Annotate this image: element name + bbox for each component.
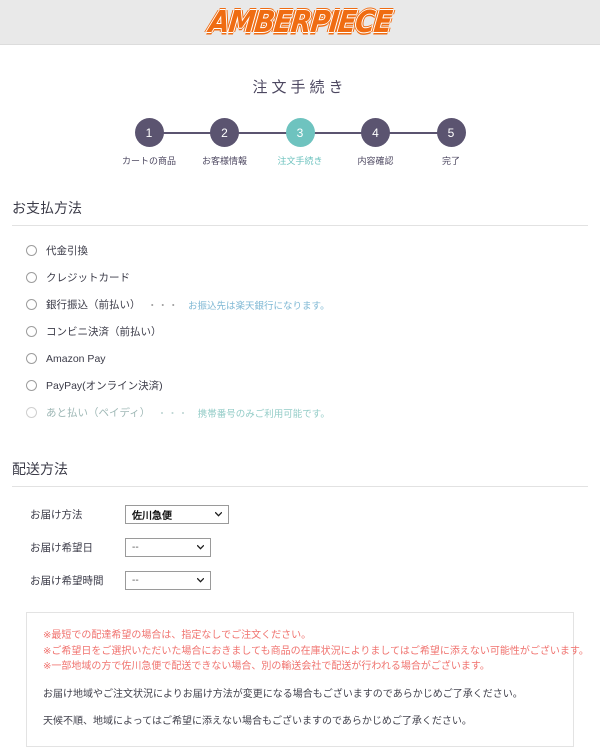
- payment-option-row[interactable]: Amazon Pay: [26, 348, 588, 369]
- radio-button-icon[interactable]: [26, 380, 37, 391]
- delivery-date-label: お届け希望日: [30, 542, 93, 554]
- payment-option-row[interactable]: 銀行振込（前払い） ・・・お振込先は楽天銀行になります。: [26, 294, 588, 315]
- notice-warning-line: ※最短での配達希望の場合は、指定なしでご注文ください。: [43, 630, 312, 641]
- payment-option-label: 銀行振込（前払い）: [46, 299, 141, 311]
- payment-option-row[interactable]: PayPay(オンライン決済): [26, 375, 588, 396]
- delivery-time-select[interactable]: --: [125, 571, 211, 590]
- payment-option-label: コンビニ決済（前払い）: [46, 326, 162, 338]
- step-label-2: お客様情報: [201, 156, 247, 166]
- delivery-date-select[interactable]: --: [125, 538, 211, 557]
- radio-button-icon[interactable]: [26, 245, 37, 256]
- payment-option-row[interactable]: クレジットカード: [26, 267, 588, 288]
- radio-button-icon[interactable]: [26, 272, 37, 283]
- shipping-section-heading: 配送方法: [12, 459, 588, 487]
- notice-paragraph-group: お届け地域やご注文状況によりお届け方法が変更になる場合もございますのであらかじめ…: [43, 687, 557, 730]
- chevron-down-icon: [197, 577, 204, 584]
- radio-button-icon[interactable]: [26, 326, 37, 337]
- radio-button-icon[interactable]: [26, 299, 37, 310]
- delivery-method-label: お届け方法: [30, 509, 83, 521]
- site-logo[interactable]: AMBERPIECE: [207, 4, 393, 40]
- step-label-5: 完了: [441, 156, 460, 166]
- step-2[interactable]: 2 お客様情報: [190, 118, 260, 167]
- checkout-step-indicator: 1 カートの商品 2 お客様情報 3 注文手続き 4 内容確認 5 完了: [114, 118, 486, 170]
- payment-option-note: 携帯番号のみご利用可能です。: [197, 408, 330, 420]
- payment-option-label: Amazon Pay: [46, 352, 106, 365]
- payment-option-label: あと払い（ペイディ）: [46, 407, 151, 419]
- radio-button-icon[interactable]: [26, 353, 37, 364]
- notice-warning-line: ※ご希望日をご選択いただいた場合におきましても商品の在庫状況によりましてはご希望…: [43, 645, 589, 657]
- radio-button-icon: [26, 407, 37, 418]
- step-circle-5: 5: [436, 118, 466, 147]
- step-4[interactable]: 4 内容確認: [341, 118, 411, 167]
- payment-section-heading: お支払方法: [12, 198, 588, 226]
- step-1[interactable]: 1 カートの商品: [114, 118, 184, 167]
- step-label-3: 注文手続き: [277, 156, 323, 166]
- shipping-field-row: お届け方法 佐川急便: [30, 505, 588, 524]
- payment-option-label: 代金引換: [46, 245, 88, 257]
- step-label-4: 内容確認: [357, 156, 394, 166]
- step-circle-4: 4: [361, 118, 390, 147]
- logo-text: AMBERPIECE: [207, 4, 393, 40]
- payment-option-label: クレジットカード: [46, 272, 130, 284]
- step-3[interactable]: 3 注文手続き: [265, 118, 335, 167]
- step-circle-1: 1: [134, 118, 164, 147]
- step-circle-3: 3: [285, 118, 315, 147]
- payment-method-section: お支払方法 代金引換クレジットカード銀行振込（前払い）・・・お振込先は楽天銀行に…: [12, 198, 588, 423]
- payment-options-list: 代金引換クレジットカード銀行振込（前払い）・・・お振込先は楽天銀行になります。コ…: [12, 226, 588, 423]
- step-5[interactable]: 5 完了: [416, 118, 486, 167]
- page-title: 注文手続き: [252, 79, 348, 96]
- shipping-field-row: お届け希望時間 --: [30, 571, 588, 590]
- notice-paragraph: お届け地域やご注文状況によりお届け方法が変更になる場合もございますのであらかじめ…: [43, 688, 523, 700]
- delivery-time-selected-value: --: [132, 575, 139, 586]
- delivery-method-selected-value: 佐川急便: [132, 511, 172, 522]
- step-list: 1 カートの商品 2 お客様情報 3 注文手続き 4 内容確認 5 完了: [114, 118, 486, 167]
- payment-option-label: PayPay(オンライン決済): [46, 380, 163, 392]
- shipping-fields: お届け方法 佐川急便お届け希望日 -- お届け希望時間 --: [12, 487, 588, 590]
- ellipsis-separator: ・・・: [157, 408, 189, 420]
- shipping-notice-box: ※最短での配達希望の場合は、指定なしでご注文ください。 ※ご希望日をご選択いただい…: [26, 612, 589, 747]
- step-label-1: カートの商品: [121, 156, 176, 166]
- ellipsis-separator: ・・・: [147, 300, 180, 312]
- delivery-method-select[interactable]: 佐川急便: [125, 505, 229, 524]
- payment-option-row[interactable]: 代金引換: [26, 240, 588, 261]
- delivery-date-selected-value: --: [132, 542, 139, 553]
- step-circle-2: 2: [210, 118, 239, 147]
- delivery-time-label: お届け希望時間: [30, 575, 104, 587]
- payment-option-row[interactable]: コンビニ決済（前払い）: [26, 321, 588, 342]
- payment-option-note: お振込先は楽天銀行になります。: [188, 300, 330, 312]
- chevron-down-icon: [197, 544, 204, 551]
- payment-option-row: あと払い（ペイディ） ・・・携帯番号のみご利用可能です。: [26, 402, 588, 423]
- chevron-down-icon: [215, 511, 222, 518]
- notice-paragraph: 天候不順、地域によってはご希望に添えない場合もございますのであらかじめご了承くだ…: [43, 716, 472, 727]
- shipping-field-row: お届け希望日 --: [30, 538, 588, 557]
- notice-warning-group: ※最短での配達希望の場合は、指定なしでご注文ください。 ※ご希望日をご選択いただい…: [43, 628, 589, 675]
- shipping-method-section: 配送方法 お届け方法 佐川急便お届け希望日 -- お届け希望時間 --: [12, 459, 588, 590]
- site-header: AMBERPIECE: [0, 0, 600, 45]
- notice-warning-line: ※一部地域の方で佐川急便で配送できない場合、別の輸送会社で配送が行われる場合がご…: [43, 661, 490, 672]
